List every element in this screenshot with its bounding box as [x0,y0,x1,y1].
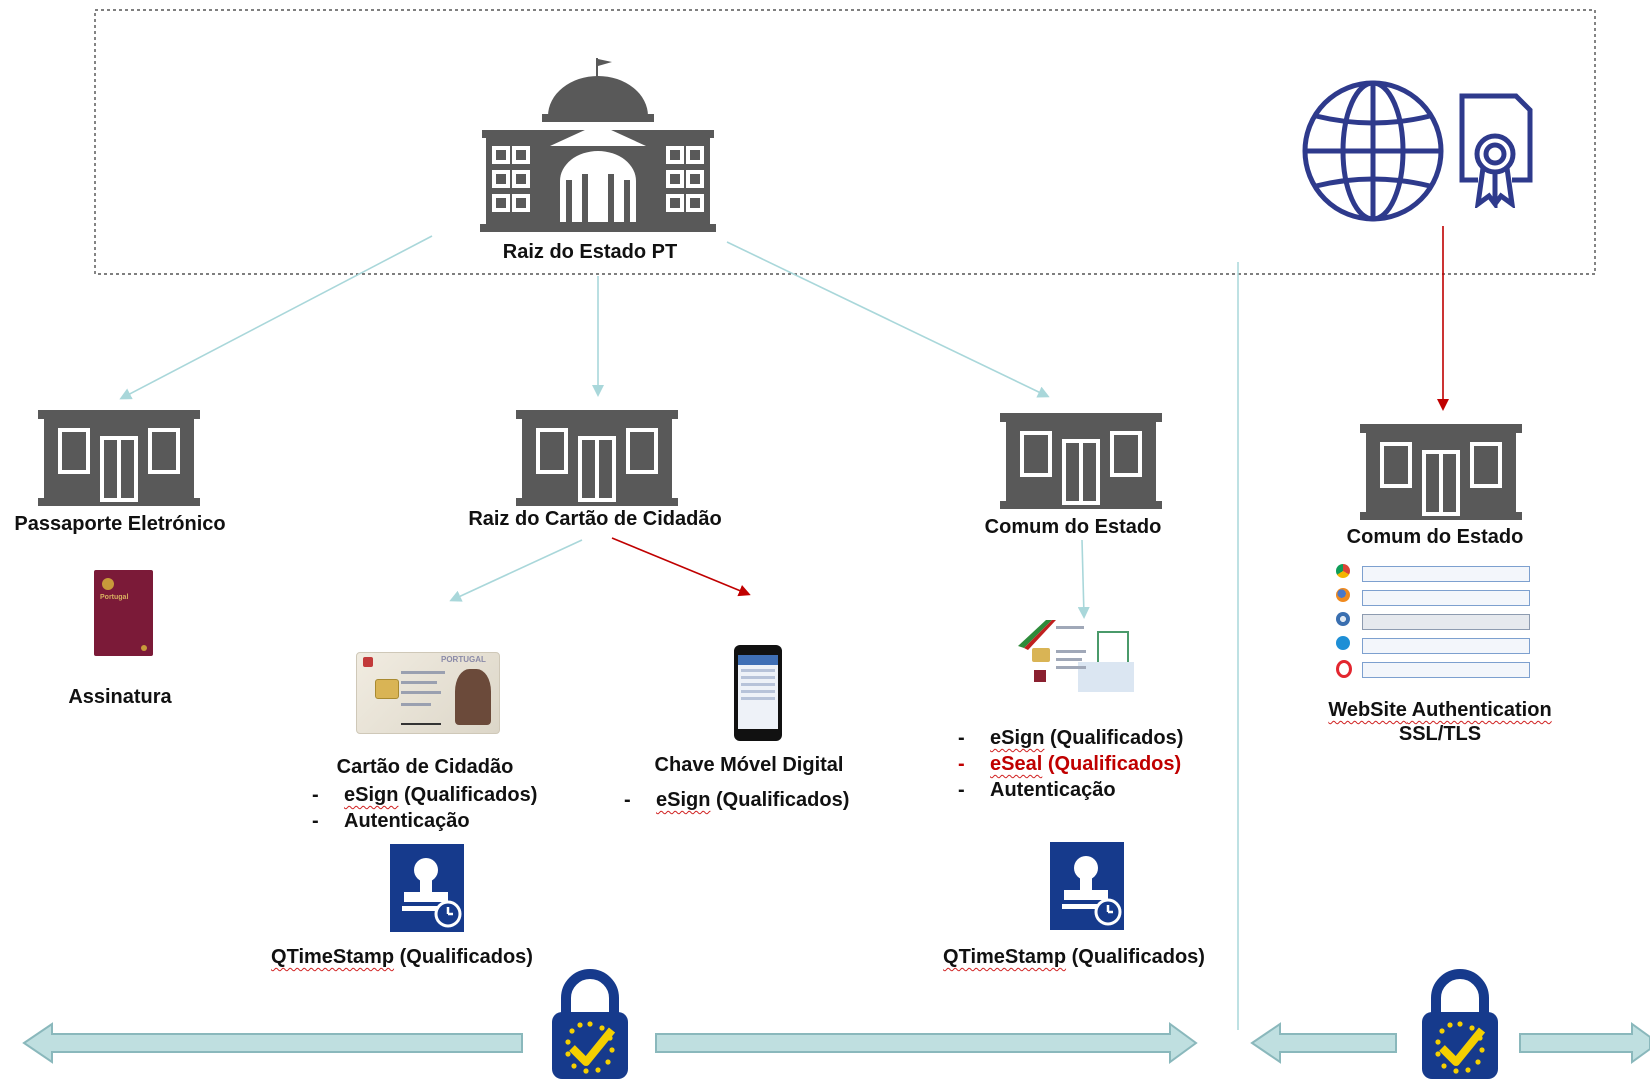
firefox-icon [1336,588,1350,602]
connector-cc-card [449,539,583,602]
root-label: Raiz do Estado PT [502,241,678,263]
connector-cc-cmd [611,537,751,597]
citizen-card-header: PORTUGAL [441,655,486,664]
timestamp-stamp-icon [390,844,464,932]
big-arrow-right-2 [1519,1022,1650,1064]
big-arrow-left-2 [1250,1022,1397,1064]
citizen-card-title: Cartão de Cidadão [336,756,514,778]
state-root-frame [94,9,1596,275]
id-document-image [1018,618,1148,700]
cmd-title: Chave Móvel Digital [654,754,844,776]
safari-icon [1336,612,1350,626]
passport-ca-building-icon [38,410,200,506]
cc-root-title: Raiz do Cartão de Cidadão [468,508,722,530]
opera-icon [1336,660,1352,678]
passport-caption: Assinatura [68,686,172,708]
big-arrow-left-1 [22,1022,523,1064]
mobile-phone-image [734,645,782,741]
passport-country-text: Portugal [100,594,129,601]
list-item-highlight: -eSeal (Qualificados) [958,753,1182,775]
list-item: -eSign (Qualificados) [624,789,850,811]
common-state-title: Comum do Estado [984,516,1162,538]
passport-booklet-image: Portugal [94,570,153,656]
cmd-services: -eSign (Qualificados) [624,787,849,813]
cc-root-ca-building-icon [516,410,678,506]
eu-trust-padlock-icon [1422,969,1498,1079]
passport-emblem-icon [102,578,147,651]
card-flag-icon [363,657,373,667]
connector-root-common [726,241,1050,398]
browser-list-image [1336,562,1530,682]
list-item: -eSign (Qualificados) [312,784,538,806]
connector-root-passport [119,235,433,400]
citizen-card-services: -eSign (Qualificados) -Autenticação [312,782,537,834]
common-state-ca-building-icon [1000,413,1162,509]
internet-explorer-icon [1336,636,1350,650]
eu-trust-padlock-icon [552,969,628,1079]
id-document-icon [1018,620,1134,692]
certificate-icon [1459,93,1533,208]
web-ca-title: Comum do Estado [1346,526,1524,548]
card-chip-icon [375,679,399,699]
card-photo-icon [455,669,491,725]
timestamp-stamp-icon [1050,842,1124,930]
passport-title: Passaporte Eletrónico [14,513,226,535]
big-arrow-right-1 [655,1022,1198,1064]
list-item: -Autenticação [958,779,1116,801]
web-ca-building-icon [1360,424,1522,520]
globe-icon [1302,80,1444,222]
chrome-icon [1336,564,1350,578]
web-auth-label: WebSite Authentication SSL/TLS [1328,699,1552,745]
citizen-card-image: PORTUGAL [356,652,500,734]
connector-common-id [1077,539,1090,619]
card-signature-icon [401,713,441,725]
common-state-services: -eSign (Qualificados) -eSeal (Qualificad… [958,725,1183,803]
list-item: -Autenticação [312,810,470,832]
timestamp-label: QTimeStamp (Qualificados) [943,946,1205,968]
capitol-building-icon [480,58,716,232]
timestamp-label: QTimeStamp (Qualificados) [271,946,533,968]
list-item: -eSign (Qualificados) [958,727,1184,749]
